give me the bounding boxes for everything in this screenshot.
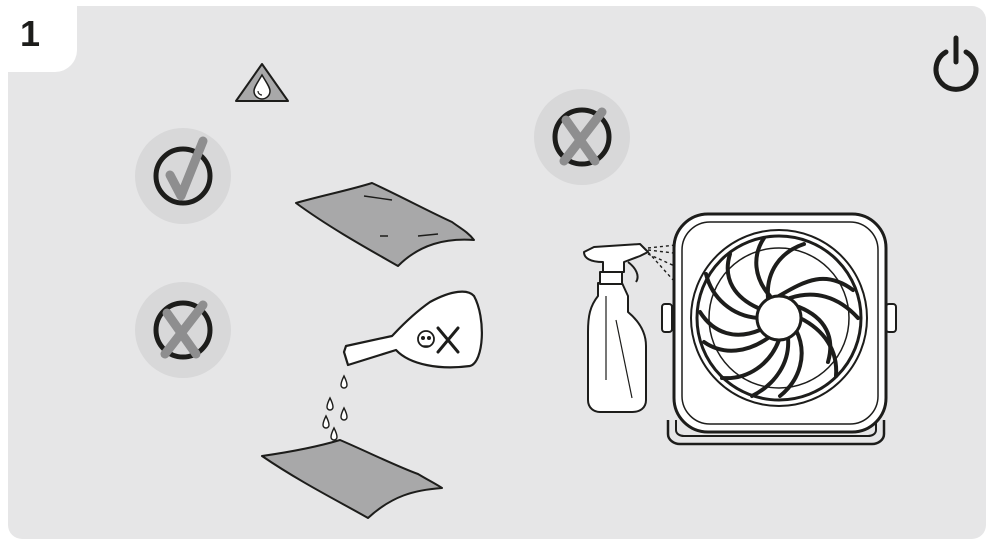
damp-cloth-icon	[262, 440, 442, 518]
cross-icon	[135, 282, 231, 378]
damp-cloth-icon	[296, 183, 474, 266]
fan-icon	[662, 214, 896, 444]
poison-bottle-icon	[323, 292, 482, 440]
water-warning-icon	[236, 64, 288, 101]
power-icon	[936, 38, 976, 89]
cross-icon	[534, 89, 630, 185]
checkmark-icon	[135, 128, 231, 224]
